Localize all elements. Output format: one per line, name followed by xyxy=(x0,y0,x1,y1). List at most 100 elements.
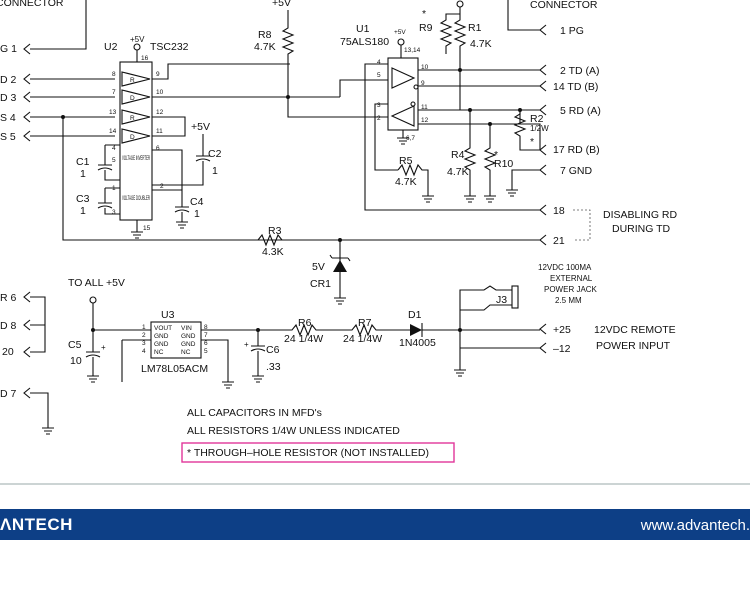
u2-buffers: R D R D xyxy=(121,71,151,144)
j3-ref: J3 xyxy=(496,294,507,306)
left-pin-d3: D 3 xyxy=(0,92,17,104)
advantech-logo: ΛNTECH xyxy=(0,515,73,534)
r8-ref: R8 xyxy=(258,29,272,41)
right-pin-rdb: 17 RD (B) xyxy=(553,144,600,156)
website-link[interactable]: www.advantech. xyxy=(640,517,750,534)
u3-pins: 1 2 3 4 8 7 6 5 VOUT GND GND NC VIN GND … xyxy=(142,324,208,356)
svg-text:D: D xyxy=(130,134,135,141)
u3-wires xyxy=(121,329,262,389)
disabling-bracket xyxy=(573,209,591,241)
u1-input-wires xyxy=(339,63,540,211)
plus5v-top: +5V xyxy=(272,0,291,9)
footer-bar: ΛNTECH www.advantech. xyxy=(0,509,750,540)
left-pin-d7: D 7 xyxy=(0,388,17,400)
c2-val: 1 xyxy=(212,165,218,177)
u2-5v: +5V xyxy=(130,35,145,44)
u1-buffers xyxy=(390,67,416,127)
u3-ref: U3 xyxy=(161,309,175,321)
svg-text:2: 2 xyxy=(160,183,164,190)
to-all-5v: TO ALL +5V xyxy=(68,277,125,289)
bus-crosslinks xyxy=(469,110,521,124)
u1-ref: U1 xyxy=(356,23,370,35)
c6-symbol xyxy=(250,330,266,383)
r4-resistor xyxy=(463,124,477,203)
r2-star: * xyxy=(530,136,534,148)
u1-part: 75ALS180 xyxy=(340,36,389,48)
c1-symbol xyxy=(97,144,120,181)
right-pin-18: 18 xyxy=(553,205,565,217)
u2-vcc-node xyxy=(133,43,141,51)
right-pin-tda: 2 TD (A) xyxy=(560,65,599,77)
r7-val: 24 1/4W xyxy=(343,333,382,345)
svg-text:GND: GND xyxy=(154,333,169,340)
svg-text:NC: NC xyxy=(181,349,191,356)
note-resistors: ALL RESISTORS 1/4W UNLESS INDICATED xyxy=(187,425,400,437)
c1-val: 1 xyxy=(80,168,86,180)
right-connector-bracket xyxy=(507,0,540,31)
voltage-inverter-label: VOLTAGE INVERTER xyxy=(122,155,150,162)
remote-power-2: POWER INPUT xyxy=(596,340,671,352)
svg-text:6,7: 6,7 xyxy=(406,135,415,142)
svg-text:8: 8 xyxy=(112,71,116,78)
wire-connector-bracket xyxy=(30,0,87,50)
svg-text:+: + xyxy=(244,340,249,349)
svg-text:5: 5 xyxy=(112,157,116,164)
svg-text:4: 4 xyxy=(377,59,381,66)
r6-ref: R6 xyxy=(298,317,312,329)
c6-ref: C6 xyxy=(266,344,280,356)
svg-text:10: 10 xyxy=(421,64,429,71)
svg-text:3: 3 xyxy=(112,209,116,216)
svg-text:15: 15 xyxy=(143,225,151,232)
svg-text:4: 4 xyxy=(142,348,146,355)
c4-ref: C4 xyxy=(190,196,204,208)
rs485-schematic: CONNECTOR G 1 D 2 D 3 S 4 S 5 R 6 D 8 20… xyxy=(0,0,750,485)
power-left-bracket xyxy=(30,296,46,353)
right-pin-labels: 1 PG 2 TD (A) 14 TD (B) 5 RD (A) 17 RD (… xyxy=(553,25,601,355)
u3-part: LM78L05ACM xyxy=(141,363,208,375)
c2-ref: C2 xyxy=(208,148,222,160)
svg-text:12: 12 xyxy=(156,109,164,116)
r10-ref: R10 xyxy=(494,158,513,170)
note-box xyxy=(181,442,455,463)
svg-text:VOUT: VOUT xyxy=(154,325,172,332)
u1-ground xyxy=(397,130,409,145)
svg-text:2: 2 xyxy=(142,332,146,339)
remote-power-1: 12VDC REMOTE xyxy=(594,324,676,336)
r4-ref: R4 xyxy=(451,149,465,161)
r10-resistor xyxy=(483,124,497,203)
r1-supply-node xyxy=(456,0,464,8)
r3-ref: R3 xyxy=(268,225,282,237)
during-td: DURING TD xyxy=(612,223,671,235)
right-pin-minus12: –12 xyxy=(553,343,571,355)
r8-resistor xyxy=(281,10,340,118)
u1-pin-1314: 13,14 xyxy=(404,47,421,54)
svg-text:+: + xyxy=(101,343,106,352)
r9-r1-resistors xyxy=(439,7,467,110)
jack-note-3: POWER JACK xyxy=(544,285,598,294)
r5-val: 4.7K xyxy=(395,176,417,188)
to-all-wire xyxy=(92,303,122,331)
c2-symbol xyxy=(152,134,211,190)
svg-text:8: 8 xyxy=(204,324,208,331)
r2-resistor xyxy=(513,110,540,151)
svg-text:3: 3 xyxy=(142,340,146,347)
jack-note-1: 12VDC 100MA xyxy=(538,263,592,272)
r3-resistor xyxy=(257,233,283,247)
wire-s4-loop xyxy=(62,117,340,241)
left-pin-g1: G 1 xyxy=(0,43,17,55)
svg-text:6: 6 xyxy=(204,340,208,347)
u1-de-wire xyxy=(374,103,398,171)
svg-text:5: 5 xyxy=(204,348,208,355)
svg-text:13: 13 xyxy=(109,109,117,116)
svg-text:GND: GND xyxy=(154,341,169,348)
c5-val: 10 xyxy=(70,355,82,367)
to-all-node xyxy=(89,296,97,304)
svg-text:9: 9 xyxy=(421,80,425,87)
u1-vcc-node xyxy=(397,38,405,46)
left-wires-u2 xyxy=(30,78,115,137)
cr1-zener xyxy=(329,240,351,305)
r3-val: 4.3K xyxy=(262,246,284,258)
left-pin-labels: G 1 D 2 D 3 S 4 S 5 R 6 D 8 20 D 7 xyxy=(0,43,17,400)
svg-text:D: D xyxy=(130,95,135,102)
right-pin-plus25: +25 xyxy=(553,324,571,336)
